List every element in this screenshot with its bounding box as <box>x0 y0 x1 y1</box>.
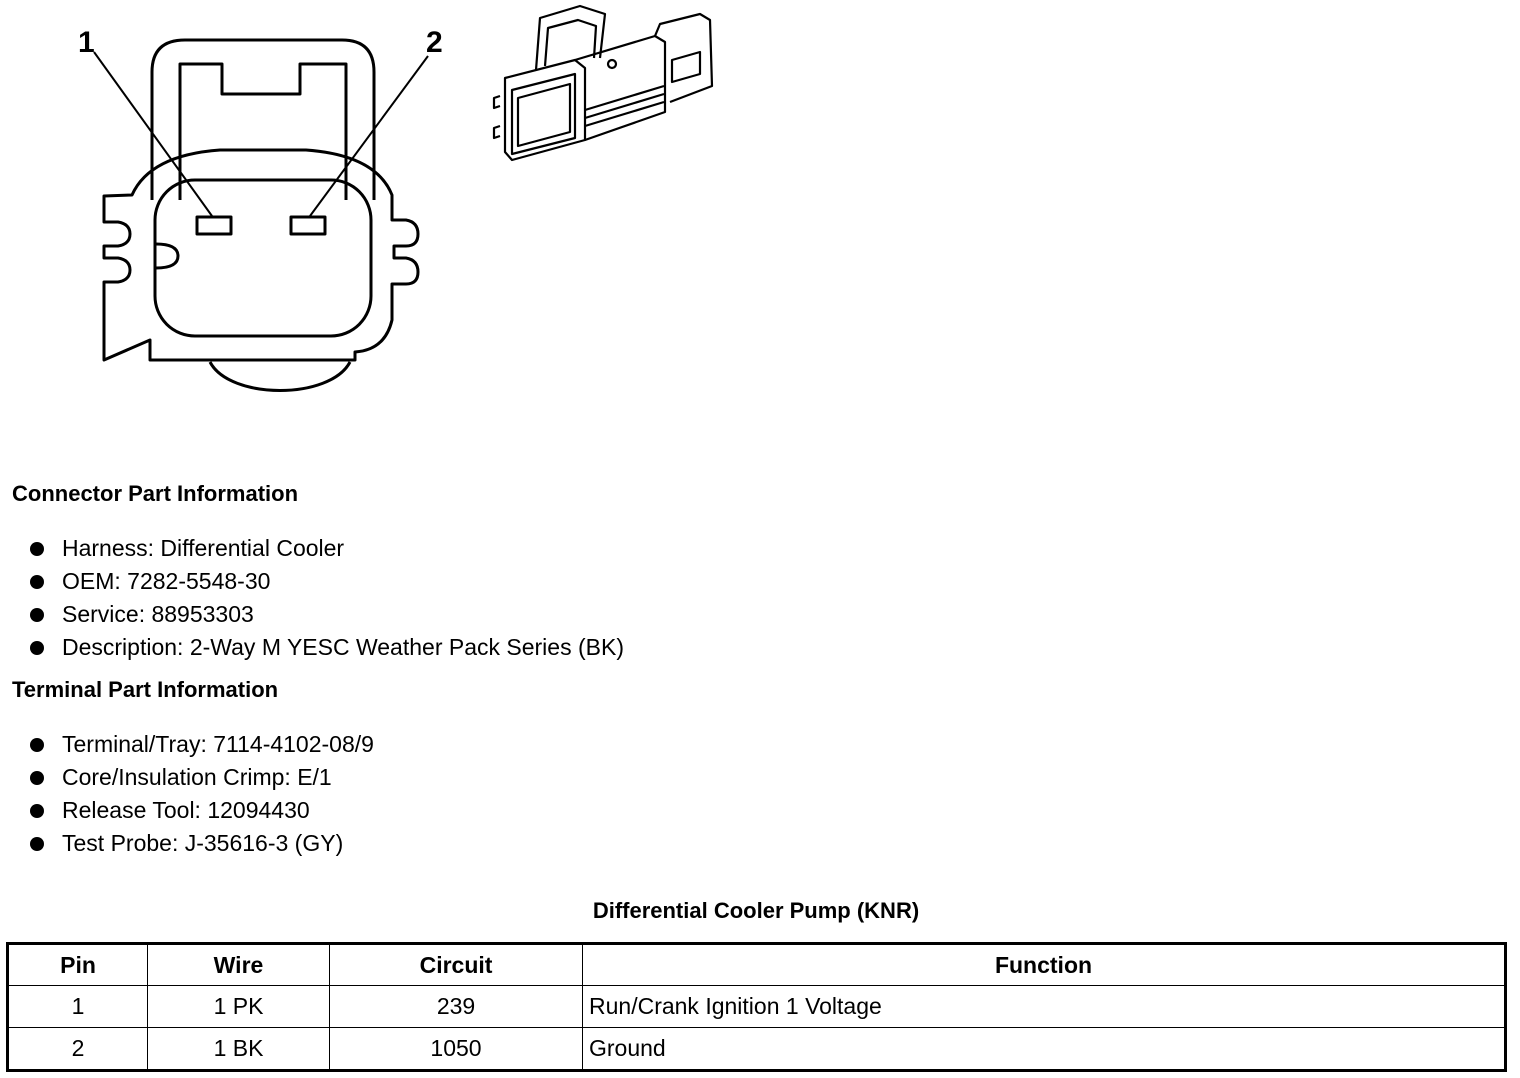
list-item-text: Release Tool: 12094430 <box>62 797 310 823</box>
list-item-text: Test Probe: J-35616-3 (GY) <box>62 830 344 856</box>
list-item-text: Core/Insulation Crimp: E/1 <box>62 764 332 790</box>
list-item: Core/Insulation Crimp: E/1 <box>28 761 374 794</box>
connector-flange <box>102 148 420 362</box>
cell-circuit: 239 <box>329 985 583 1028</box>
list-item: Test Probe: J-35616-3 (GY) <box>28 827 374 860</box>
cell-circuit: 1050 <box>329 1026 583 1072</box>
connector-cavity <box>153 178 373 338</box>
connector-latch-outer <box>150 38 376 200</box>
terminal-pin-2 <box>289 215 327 236</box>
cell-function: Run/Crank Ignition 1 Voltage <box>582 985 1506 1028</box>
column-header-circuit: Circuit <box>329 943 583 986</box>
bullet-icon <box>30 575 44 589</box>
bullet-icon <box>30 771 44 785</box>
connector-latch-inner <box>178 62 348 200</box>
table-header-row: Pin Wire Circuit Function <box>7 943 1506 986</box>
connector-part-info-list: Harness: Differential Cooler OEM: 7282-5… <box>28 532 624 664</box>
list-item-text: Description: 2-Way M YESC Weather Pack S… <box>62 634 624 660</box>
list-item: Harness: Differential Cooler <box>28 532 624 565</box>
leader-line-pin-1 <box>93 51 213 217</box>
pin-label-2: 2 <box>426 26 443 59</box>
list-item-text: OEM: 7282-5548-30 <box>62 568 271 594</box>
bullet-icon <box>30 837 44 851</box>
leader-line-pin-2 <box>309 55 429 217</box>
list-item: Service: 88953303 <box>28 598 624 631</box>
bullet-icon <box>30 738 44 752</box>
column-header-pin: Pin <box>7 943 148 986</box>
connector-part-info-heading: Connector Part Information <box>12 481 299 506</box>
pin-table-title: Differential Cooler Pump (KNR) <box>592 898 920 923</box>
list-item: OEM: 7282-5548-30 <box>28 565 624 598</box>
column-header-wire: Wire <box>147 943 330 986</box>
connector-key-notch <box>155 242 180 270</box>
pin-label-1: 1 <box>78 26 95 59</box>
bullet-icon <box>30 641 44 655</box>
list-item: Terminal/Tray: 7114-4102-08/9 <box>28 728 374 761</box>
table-row: 1 1 PK 239 Run/Crank Ignition 1 Voltage <box>7 985 1506 1028</box>
cell-pin: 2 <box>7 1026 148 1072</box>
list-item: Release Tool: 12094430 <box>28 794 374 827</box>
bullet-icon <box>30 542 44 556</box>
terminal-pin-1 <box>195 215 233 236</box>
connector-rear-bulge <box>208 361 352 392</box>
table-row: 2 1 BK 1050 Ground <box>7 1026 1506 1072</box>
list-item-text: Harness: Differential Cooler <box>62 535 345 561</box>
connector-isometric-view <box>492 4 714 162</box>
list-item-text: Service: 88953303 <box>62 601 254 627</box>
list-item-text: Terminal/Tray: 7114-4102-08/9 <box>62 731 374 757</box>
cell-wire: 1 PK <box>147 985 330 1028</box>
cell-wire: 1 BK <box>147 1026 330 1072</box>
terminal-part-info-list: Terminal/Tray: 7114-4102-08/9 Core/Insul… <box>28 728 374 860</box>
bullet-icon <box>30 804 44 818</box>
pin-table: Pin Wire Circuit Function 1 1 PK 239 Run… <box>6 942 1507 1072</box>
cell-function: Ground <box>582 1026 1506 1072</box>
list-item: Description: 2-Way M YESC Weather Pack S… <box>28 631 624 664</box>
column-header-function: Function <box>582 943 1506 986</box>
cell-pin: 1 <box>7 985 148 1028</box>
bullet-icon <box>30 608 44 622</box>
connector-diagram: 1 2 <box>78 4 714 392</box>
terminal-part-info-heading: Terminal Part Information <box>12 677 279 702</box>
